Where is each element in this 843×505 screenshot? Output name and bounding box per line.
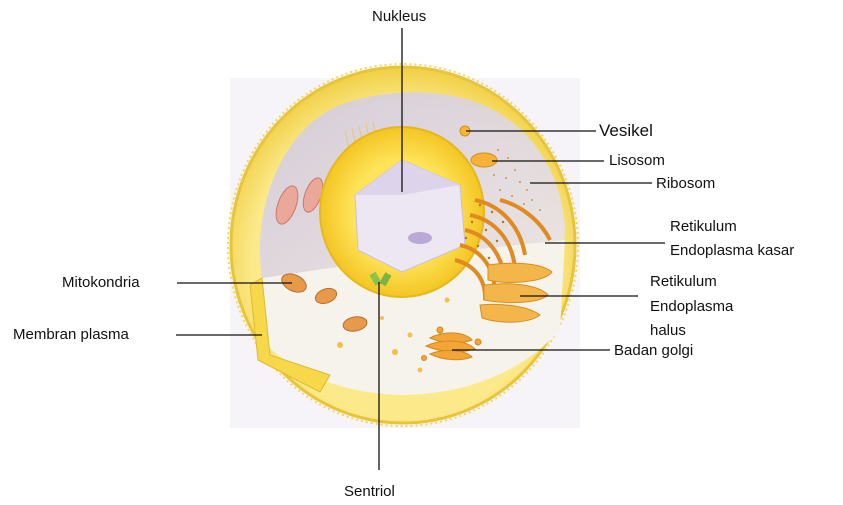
nucleolus — [408, 232, 432, 244]
label-retikulum-halus-1: Retikulum — [650, 273, 717, 291]
label-lisosom: Lisosom — [609, 152, 665, 170]
label-sentriol: Sentriol — [344, 483, 395, 501]
label-retikulum-halus-2: Endoplasma — [650, 298, 733, 316]
label-badan-golgi: Badan golgi — [614, 342, 693, 360]
label-retikulum-kasar-1: Retikulum — [670, 218, 737, 236]
label-nukleus: Nukleus — [372, 8, 426, 26]
lysosome-shape — [471, 153, 497, 167]
label-mitokondria: Mitokondria — [62, 274, 140, 292]
label-retikulum-halus-3: halus — [650, 322, 686, 340]
label-ribosom: Ribosom — [656, 175, 715, 193]
label-retikulum-kasar-2: Endoplasma kasar — [670, 242, 794, 260]
label-vesikel: Vesikel — [599, 122, 653, 140]
label-membran-plasma: Membran plasma — [13, 326, 129, 344]
